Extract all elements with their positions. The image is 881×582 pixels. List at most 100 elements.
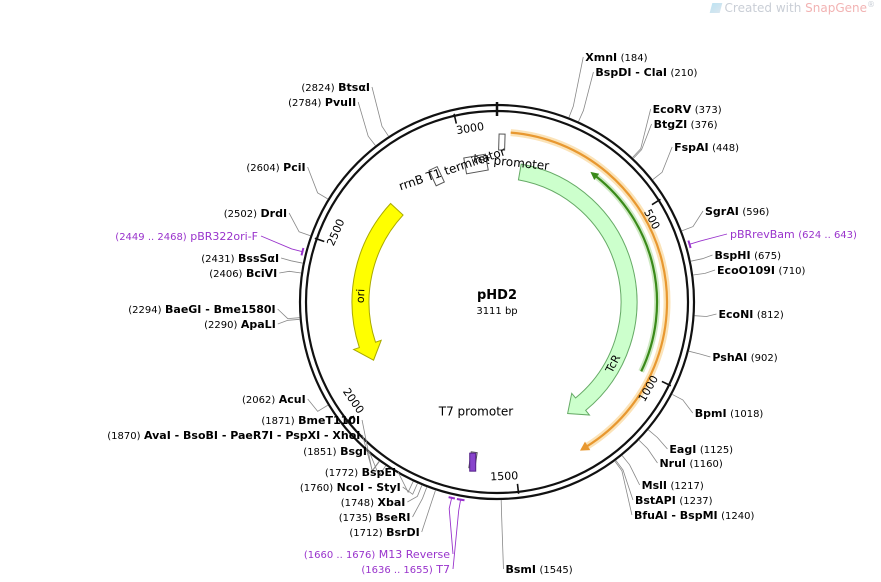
enzyme-label: BspHI (675) (714, 249, 781, 262)
tick-mark (453, 113, 458, 124)
enzyme-label: BsmI (1545) (505, 563, 572, 576)
enzyme-label: XmnI (184) (585, 51, 647, 64)
plasmid-name: pHD2 (477, 288, 517, 303)
enzyme-label: (1851) BsgI (303, 445, 367, 458)
enzyme-site[interactable] (368, 450, 387, 477)
enzyme-label: (2294) BaeGI - Bme1580I (128, 303, 275, 316)
enzyme-site[interactable] (307, 398, 329, 412)
enzyme-label: (1712) BsrDI (349, 526, 419, 539)
enzyme-label: (2824) BtsαI (301, 81, 370, 94)
enzyme-label: (1772) BspEI (325, 466, 396, 479)
tick-label: 2000 (340, 386, 367, 416)
enzyme-label: EagI (1125) (669, 443, 733, 456)
ori-feature-arrow[interactable] (351, 202, 404, 361)
enzyme-site[interactable] (568, 56, 584, 118)
enzyme-site[interactable] (648, 429, 668, 450)
primer-site[interactable] (448, 496, 456, 555)
primer-label: (1636 .. 1655) T7 (361, 563, 450, 576)
enzyme-site[interactable] (307, 166, 329, 200)
enzyme-label: BpmI (1018) (695, 407, 764, 420)
enzyme-connector (638, 439, 658, 464)
enzyme-label: (2784) PvuII (288, 96, 356, 109)
enzyme-connector (615, 460, 634, 501)
primer-label: pBRrevBam (624 .. 643) (730, 228, 857, 241)
enzyme-connector (500, 499, 504, 570)
enzyme-label: (2604) PciI (246, 161, 305, 174)
enzyme-site[interactable] (690, 254, 713, 262)
primer-site[interactable] (260, 235, 305, 256)
enzyme-site[interactable] (407, 485, 423, 503)
center-label: pHD2 3111 bp (476, 288, 517, 317)
enzyme-site[interactable] (671, 393, 694, 414)
enzyme-site[interactable] (412, 486, 428, 518)
enzyme-label: BfuAI - BspMI (1240) (634, 509, 755, 522)
enzyme-connector (307, 166, 329, 200)
enzyme-site[interactable] (633, 123, 652, 159)
ori-label: ori (354, 289, 368, 304)
enzyme-site[interactable] (615, 460, 634, 501)
primer-label: (1660 .. 1676) M13 Reverse (304, 548, 450, 561)
snapgene-watermark: Created with SnapGene® (709, 0, 875, 15)
enzyme-site[interactable] (578, 71, 594, 122)
primer-connector (448, 496, 454, 555)
enzyme-site[interactable] (362, 434, 380, 472)
enzyme-site[interactable] (693, 269, 716, 276)
terminator-glyph-icon (463, 153, 489, 175)
enzyme-label: FspAI (448) (674, 141, 739, 154)
primer-site[interactable] (687, 233, 728, 249)
enzyme-connector (693, 269, 716, 276)
enzyme-site[interactable] (614, 460, 633, 516)
enzyme-connector (277, 308, 300, 320)
enzyme-label: SgrAI (596) (705, 205, 769, 218)
enzyme-connector (681, 210, 704, 232)
enzyme-connector (402, 483, 418, 495)
tick-mark (516, 483, 520, 494)
enzyme-site[interactable] (681, 210, 704, 232)
enzyme-site[interactable] (277, 318, 300, 325)
t7-promoter-label: T7 promoter (438, 405, 514, 419)
enzyme-connector (277, 318, 300, 325)
enzyme-site[interactable] (402, 483, 418, 495)
enzyme-label: NruI (1160) (659, 457, 722, 470)
enzyme-site[interactable] (280, 257, 303, 264)
enzyme-label: (2062) AcuI (242, 393, 306, 406)
enzyme-connector (288, 212, 311, 237)
enzyme-site[interactable] (371, 86, 389, 137)
enzyme-site[interactable] (277, 308, 300, 320)
enzyme-connector (633, 123, 652, 159)
enzyme-site[interactable] (421, 490, 436, 533)
enzyme-connector (578, 71, 594, 122)
enzyme-site[interactable] (621, 455, 641, 486)
enzyme-site[interactable] (638, 439, 658, 464)
enzyme-label: EcoRV (373) (653, 103, 722, 116)
enzyme-connector (671, 393, 694, 414)
enzyme-label: (1735) BseRI (339, 511, 411, 524)
tick-label: 1500 (490, 469, 519, 483)
enzyme-label: BspDI - ClaI (210) (595, 66, 697, 79)
primer-site[interactable] (452, 498, 465, 570)
enzyme-site[interactable] (500, 499, 504, 570)
tick-mark (314, 237, 325, 243)
enzyme-connector (371, 86, 389, 137)
enzyme-site[interactable] (279, 270, 302, 274)
enzyme-site[interactable] (694, 313, 717, 317)
enzyme-site[interactable] (632, 108, 652, 158)
green-feature-arc (595, 175, 659, 372)
enzyme-connector (632, 108, 652, 158)
enzyme-site[interactable] (652, 146, 673, 181)
enzyme-site[interactable] (397, 471, 414, 494)
enzyme-site[interactable] (288, 212, 311, 237)
features-layer (351, 129, 671, 451)
tick-mark (651, 198, 661, 206)
tcr-feature-arrow[interactable] (517, 163, 638, 416)
enzyme-connector (568, 56, 584, 118)
enzyme-label: PshAI (902) (712, 351, 777, 364)
enzyme-site[interactable] (357, 101, 376, 146)
enzyme-connector (688, 350, 711, 358)
enzyme-label: (1748) XbaI (341, 496, 406, 509)
enzyme-connector (652, 146, 673, 181)
enzyme-label: (1871) BmeT110I (261, 414, 360, 427)
enzyme-site[interactable] (688, 350, 711, 358)
tick-mark (661, 380, 672, 387)
